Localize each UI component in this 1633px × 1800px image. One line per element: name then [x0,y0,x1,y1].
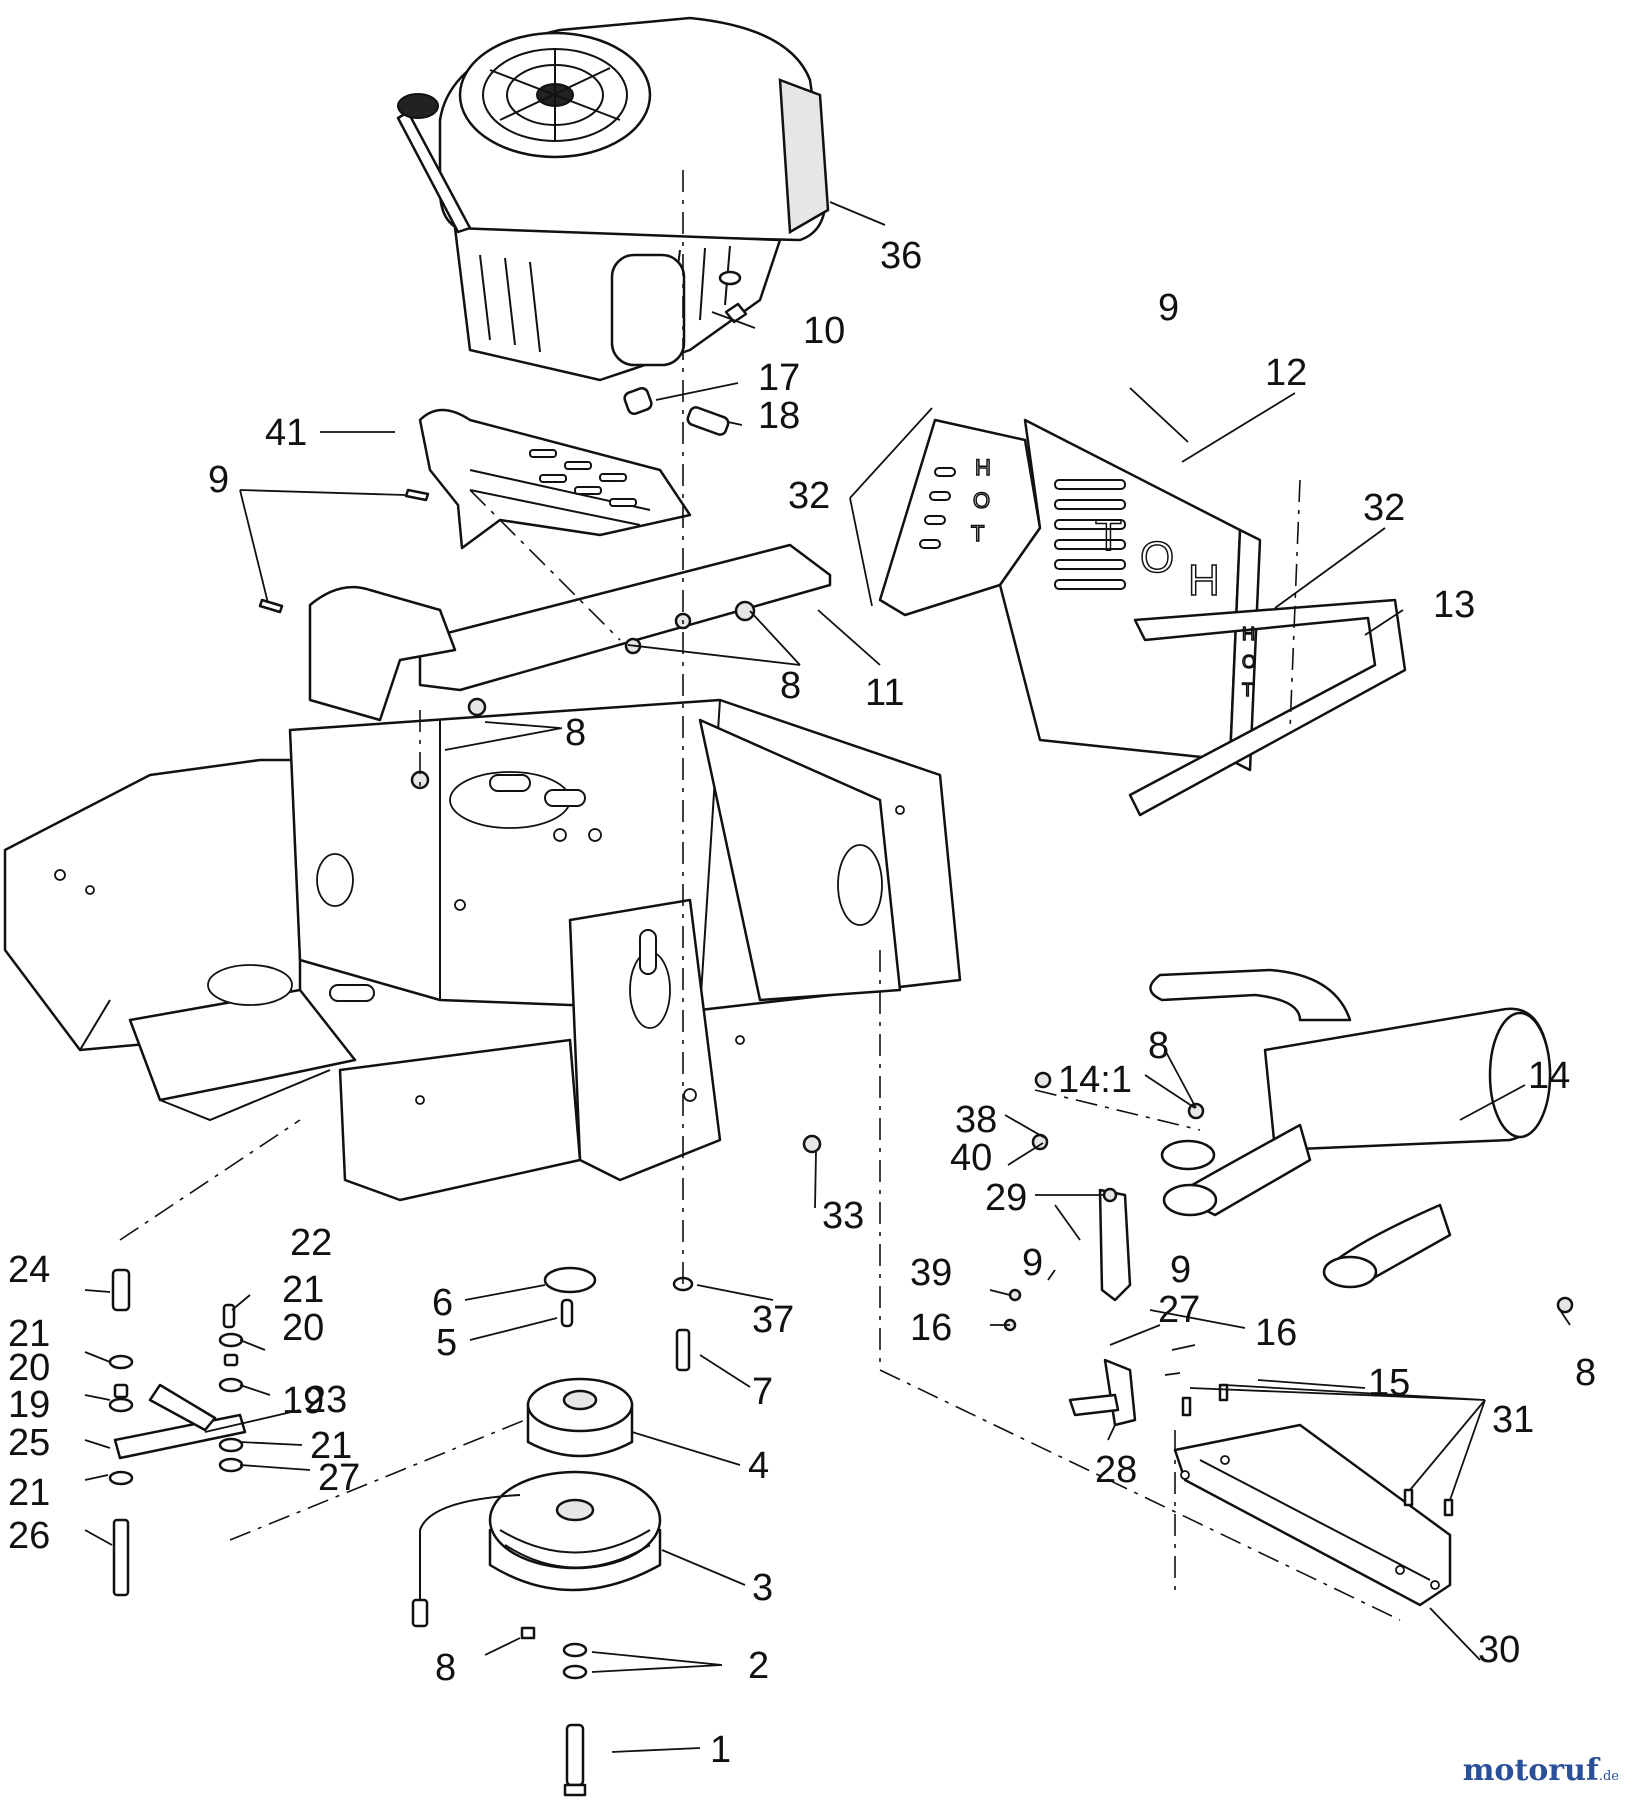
callout-29: 29 [985,1177,1027,1219]
callout-33: 33 [822,1195,864,1237]
callout-9-b: 9 [1158,287,1179,329]
callout-21-a: 21 [8,1313,50,1355]
callout-20-b: 20 [282,1307,324,1349]
callout-32-b: 32 [1363,487,1405,529]
callout-11: 11 [865,672,904,714]
callout-26: 26 [8,1515,50,1557]
callout-3: 3 [752,1567,773,1609]
frame-holes [54,805,905,1105]
callout-27-a: 27 [318,1457,360,1499]
callout-31: 31 [1492,1399,1534,1441]
callout-28: 28 [1095,1449,1137,1491]
callout-21-c: 21 [8,1472,50,1514]
heat-shield-41 [418,408,692,550]
callout-1: 1 [710,1729,731,1771]
callout-19-a: 19 [8,1384,50,1426]
shield-letter-h: H [975,455,991,480]
callout-16-a: 16 [910,1307,952,1349]
watermark-tld: .de [1598,1769,1619,1784]
muffler-guard-30 [1173,1383,1454,1607]
clutch-assembly [411,1266,662,1628]
callout-39: 39 [910,1252,952,1294]
callout-27-b: 27 [1158,1289,1200,1331]
shield-letter-t: T [971,521,984,546]
callout-9-d: 9 [1170,1249,1191,1291]
watermark-text: motoruf [1462,1753,1599,1788]
shield-letter-o: O [973,488,990,513]
callout-30: 30 [1478,1629,1520,1671]
shield-side-letter-h: H [1242,624,1255,644]
clutch-hardware [520,1276,694,1797]
callout-8-d: 8 [1575,1352,1596,1394]
callout-24: 24 [8,1249,50,1291]
callout-labels: 1 2 3 4 5 6 7 8 8 8 8 8 9 9 9 9 10 11 12… [8,235,1596,1771]
callout-14: 14 [1528,1055,1570,1097]
callout-12: 12 [1265,352,1307,394]
callout-20-a: 20 [8,1347,50,1389]
watermark-logo: motoruf.de [1463,1753,1619,1788]
shield-side-letter-t: T [1242,680,1253,700]
rear-heat-shield-12 [878,418,1262,772]
shield-41-slots [529,449,637,507]
exhaust-brackets [1003,1071,1574,1427]
callout-21-b: 21 [282,1269,324,1311]
callout-7: 7 [752,1371,773,1413]
callout-4: 4 [748,1445,769,1487]
callout-14-1: 14:1 [1058,1059,1132,1101]
callout-23: 23 [305,1379,347,1421]
callout-37: 37 [752,1299,794,1341]
callout-8-b: 8 [565,712,586,754]
callout-8-e: 8 [435,1647,456,1689]
callout-40: 40 [950,1137,992,1179]
callout-19-b: 19 [282,1380,324,1422]
engine-fittings [623,270,748,436]
callout-8-a: 8 [780,665,801,707]
callout-10: 10 [803,310,845,352]
idler-arm-assembly [108,1268,247,1597]
shield-big-letter-o: O [1140,533,1174,582]
callout-2: 2 [748,1645,769,1687]
callout-36: 36 [880,235,922,277]
rear-shield-slots [919,467,1126,590]
callout-9-c: 9 [1022,1242,1043,1284]
callout-21-d: 21 [310,1425,352,1467]
callout-25: 25 [8,1422,50,1464]
callout-17: 17 [758,357,800,399]
bracket-13 [1128,598,1407,817]
shield-side-letter-o: O [1242,652,1256,672]
assembly-centre-lines [119,170,1401,1621]
callout-22: 22 [290,1222,332,1264]
callout-32-a: 32 [788,475,830,517]
mower-frame [3,488,962,1202]
callout-18: 18 [758,395,800,437]
callout-8-c: 8 [1148,1025,1169,1067]
shield-big-letter-h: H [1188,556,1220,605]
callout-6: 6 [432,1282,453,1324]
callout-16-b: 16 [1255,1312,1297,1354]
callout-15: 15 [1368,1362,1410,1404]
shield-lettering: H O T T O H H O T [970,454,1257,701]
engine [396,16,830,382]
leader-lines [84,201,1571,1753]
callout-41: 41 [265,412,307,454]
muffler-14 [1149,968,1552,1289]
callout-38: 38 [955,1099,997,1141]
callout-13: 13 [1433,584,1475,626]
callout-9-a: 9 [208,459,229,501]
callout-5: 5 [436,1322,457,1364]
shield-big-letter-t: T [1095,511,1122,560]
